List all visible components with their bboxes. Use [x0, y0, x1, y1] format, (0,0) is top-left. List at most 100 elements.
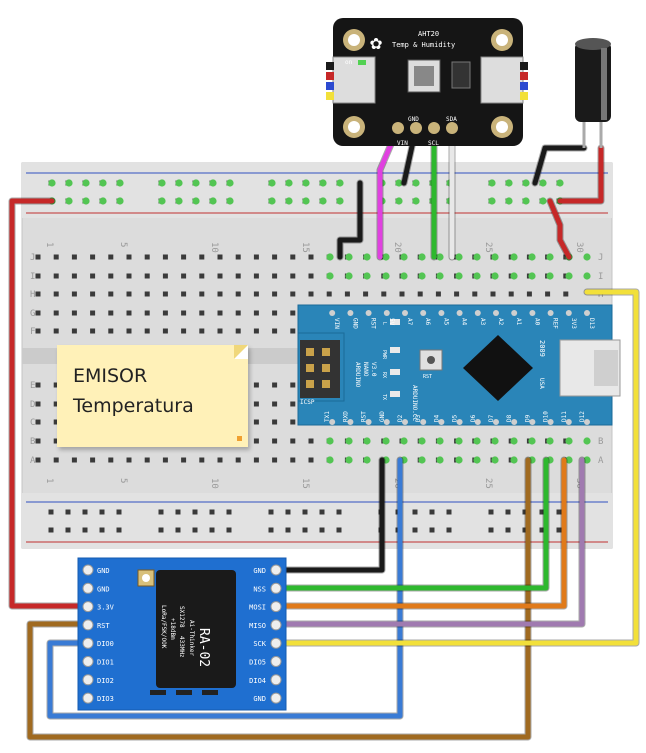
connected-hole	[528, 253, 536, 261]
led-label: PWR	[381, 350, 387, 360]
connected-hole	[455, 272, 463, 280]
nano-pin-label-rst: RST	[370, 318, 377, 329]
hole	[181, 457, 187, 463]
rail-hole	[412, 509, 418, 515]
hole	[199, 273, 205, 279]
hole	[217, 291, 223, 297]
sensor-pin	[410, 122, 422, 134]
hole	[272, 438, 278, 444]
nano-pin-label-d9: D9	[524, 414, 531, 422]
rail-hole	[522, 509, 528, 515]
stemma-wire-end	[326, 92, 334, 100]
connected-hole	[522, 197, 530, 205]
hole	[162, 310, 168, 316]
connected-hole	[488, 179, 496, 187]
connected-hole	[209, 179, 217, 187]
nano-pin-label-vin: VIN	[333, 318, 340, 329]
nano-pin-label-a3: A3	[479, 318, 486, 326]
connected-hole	[473, 456, 481, 464]
connected-hole	[436, 272, 444, 280]
nano-pin	[493, 310, 499, 316]
connected-hole	[583, 456, 591, 464]
connected-hole	[491, 253, 499, 261]
connected-hole	[556, 179, 564, 187]
hole	[253, 419, 259, 425]
connected-hole	[226, 179, 234, 187]
rail-hole	[505, 509, 511, 515]
stemma-connector-right	[480, 56, 524, 104]
hole	[235, 273, 241, 279]
hole	[272, 273, 278, 279]
hole	[272, 419, 278, 425]
note-line-2: Temperatura	[73, 395, 194, 417]
lora-ra02-module: RA-02 Ai-Thinker SX1278 433MHz +18dBm Lo…	[77, 557, 287, 711]
hole	[217, 254, 223, 260]
status-led	[390, 319, 400, 325]
connected-hole	[65, 197, 73, 205]
hole	[199, 310, 205, 316]
nano-pin	[547, 419, 554, 425]
nano-pin	[347, 310, 354, 316]
hole	[126, 254, 132, 260]
rail-hole	[209, 527, 215, 533]
connected-hole	[583, 253, 591, 261]
nano-pin-label-d6: D6	[470, 414, 477, 422]
breadboard-bottom-rails	[22, 493, 612, 548]
connected-hole	[583, 437, 591, 445]
nano-pin	[456, 310, 463, 316]
rail-hole	[429, 509, 435, 515]
hole	[217, 273, 223, 279]
hole	[35, 310, 41, 316]
hole	[144, 310, 150, 316]
hole	[35, 291, 41, 297]
column-number-top: 1	[44, 242, 54, 247]
row-letter-left: J	[30, 253, 35, 263]
connected-hole	[395, 179, 403, 187]
rail-hole	[158, 527, 164, 533]
nano-pin	[584, 419, 590, 425]
led-label: TX	[381, 394, 387, 400]
sensor-pin-vin-label: VIN	[397, 140, 408, 147]
connected-hole	[382, 272, 390, 280]
connected-hole	[583, 272, 591, 280]
hole	[545, 291, 551, 297]
connected-hole	[436, 437, 444, 445]
rail-hole	[65, 509, 71, 515]
lora-pin-label-gnd: GND	[253, 695, 266, 703]
led-label: RX	[381, 372, 387, 378]
stemma-wire-end	[520, 62, 528, 70]
hole	[35, 457, 41, 463]
status-led	[390, 347, 400, 353]
connected-hole	[546, 437, 554, 445]
connected-hole	[345, 253, 353, 261]
rail-hole	[268, 527, 274, 533]
hole	[253, 328, 259, 334]
rail-hole	[429, 527, 435, 533]
hole	[181, 254, 187, 260]
hole	[253, 401, 259, 407]
connected-hole	[158, 197, 166, 205]
hole	[290, 291, 296, 297]
connected-hole	[82, 179, 90, 187]
column-number-bottom: 15	[300, 478, 310, 489]
connected-hole	[510, 253, 518, 261]
nano-pin	[474, 310, 481, 316]
connected-hole	[116, 179, 124, 187]
rail-hole	[99, 509, 105, 515]
rail-hole	[285, 527, 291, 533]
microcontroller-chip	[463, 335, 533, 401]
nano-pin	[329, 419, 336, 425]
hole	[108, 310, 114, 316]
hole	[35, 273, 41, 279]
hole	[399, 291, 405, 297]
hole	[181, 291, 187, 297]
column-number-top: 25	[483, 242, 493, 253]
lora-pin-label-sck: SCK	[253, 640, 266, 648]
hole	[108, 328, 114, 334]
hole	[199, 291, 205, 297]
connected-hole	[418, 456, 426, 464]
nano-pin-label-a2: A2	[497, 318, 504, 326]
rail-hole	[192, 527, 198, 533]
status-led	[390, 369, 400, 375]
stemma-wire-end	[326, 62, 334, 70]
